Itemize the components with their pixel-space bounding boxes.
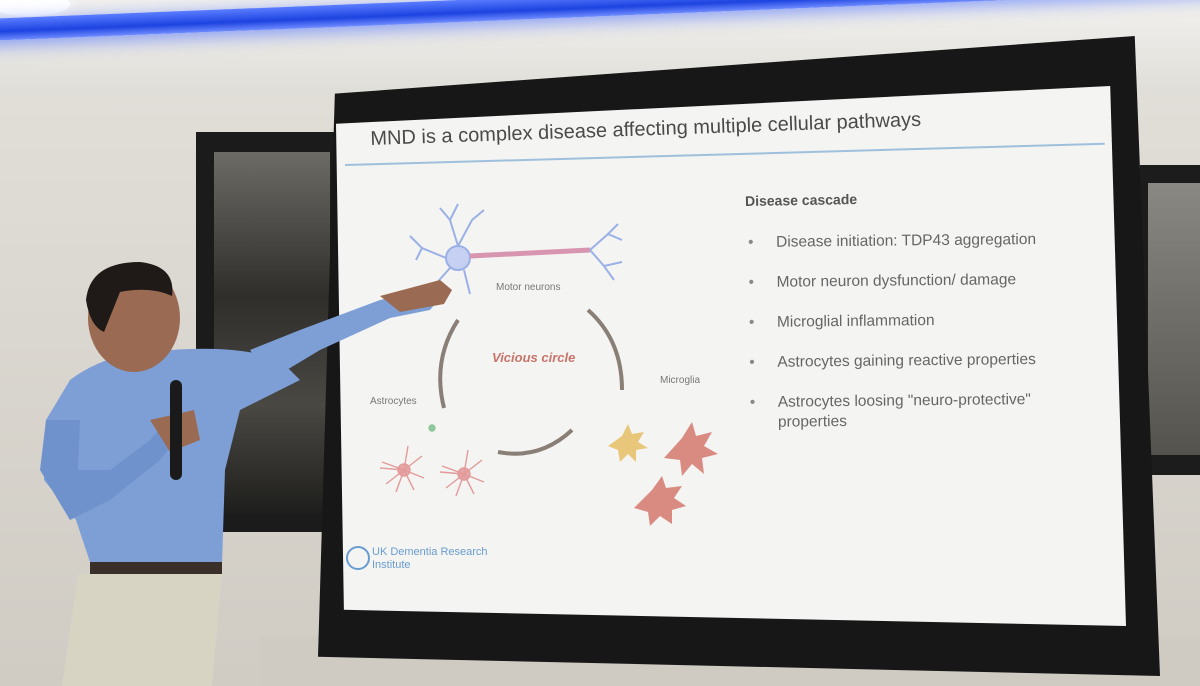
microglia-label: Microglia xyxy=(660,375,701,386)
bullet-list: Disease initiation: TDP43 aggregation Mo… xyxy=(748,229,1090,453)
astrocytes-label: Astrocytes xyxy=(370,396,417,407)
microglia-cells xyxy=(608,422,718,526)
bullet-item: Disease initiation: TDP43 aggregation xyxy=(748,229,1088,253)
motor-neuron-illustration xyxy=(409,203,623,301)
section-heading: Disease cascade xyxy=(744,191,858,209)
bullet-item: Astrocytes gaining reactive properties xyxy=(749,349,1089,373)
presenter xyxy=(40,262,452,686)
vicious-circle-label: Vicious circle xyxy=(492,350,576,365)
bullet-item: Astrocytes loosing "neuro-protective" pr… xyxy=(750,389,1090,433)
institute-logo-text: UK Dementia Research Institute xyxy=(372,546,488,571)
bullet-item: Motor neuron dysfunction/ damage xyxy=(748,269,1088,293)
bullet-item: Microglial inflammation xyxy=(749,309,1089,333)
ceiling-lamp xyxy=(0,0,70,16)
motor-neurons-label: Motor neurons xyxy=(496,282,561,293)
astrocyte-cells xyxy=(379,424,485,497)
vicious-circle-arrows xyxy=(438,308,624,456)
cell-diagram xyxy=(379,203,718,526)
institute-logo-icon xyxy=(346,546,370,570)
